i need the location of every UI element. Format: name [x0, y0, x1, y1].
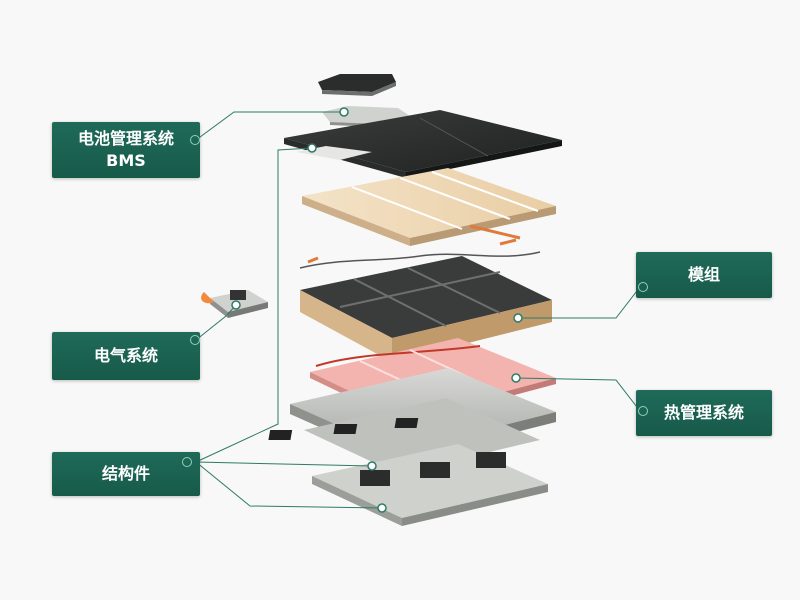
- wiring-harness-part: [299, 224, 541, 269]
- label-thermal: 热管理系统: [636, 390, 772, 436]
- leader-line-thermal: [515, 377, 641, 412]
- base-plate-part: [312, 444, 548, 526]
- label-electrical: 电气系统: [52, 332, 200, 380]
- top-cover-part: [284, 110, 562, 178]
- label-electrical-dot: [190, 335, 200, 345]
- label-module: 模组: [636, 252, 772, 298]
- label-module-dot: [638, 282, 648, 292]
- leader-line-structural-bottom: [195, 461, 383, 509]
- electrical-box-part: [201, 290, 268, 318]
- anchor-dots: [231, 107, 523, 513]
- bms-cap-part: [318, 74, 396, 96]
- label-module-text: 模组: [687, 265, 720, 284]
- insulation-pad-part: [302, 168, 556, 246]
- label-structural-text: 结构件: [101, 464, 150, 483]
- leader-line-module: [518, 286, 641, 319]
- label-bms: 电池管理系统 BMS: [52, 122, 200, 178]
- label-electrical-text: 电气系统: [93, 346, 158, 365]
- structural-tray-part: [268, 368, 556, 474]
- label-thermal-text: 热管理系统: [663, 403, 744, 422]
- label-thermal-dot: [638, 406, 648, 416]
- leader-line-electrical: [195, 304, 237, 341]
- leader-lines: [195, 111, 641, 509]
- label-bms-dot: [190, 135, 200, 145]
- leader-line-bms: [195, 111, 344, 141]
- label-structural-dot: [182, 457, 192, 467]
- leader-line-structural-top: [195, 147, 313, 463]
- label-bms-line2: BMS: [106, 151, 146, 170]
- label-bms-line1: 电池管理系统: [77, 129, 174, 148]
- label-structural: 结构件: [52, 452, 200, 496]
- leader-line-structural-mid: [195, 461, 373, 467]
